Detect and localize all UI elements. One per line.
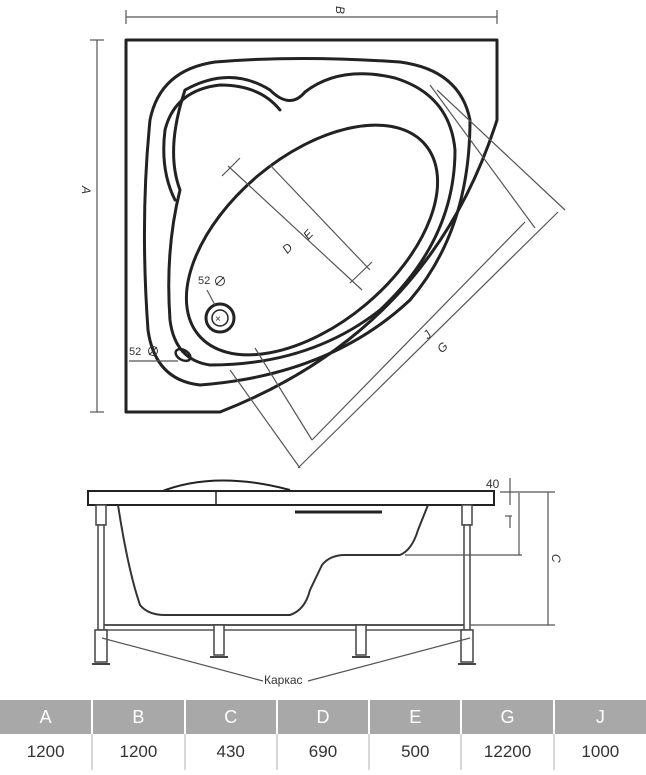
tub-rim — [87, 490, 495, 506]
label-c: C — [549, 554, 563, 563]
overflow-icon — [174, 347, 192, 363]
table-cell-e: 500 — [369, 734, 463, 770]
dimensions-table: A B C D E G J 1200 1200 430 690 500 1220… — [0, 700, 646, 770]
tub-body — [117, 504, 429, 616]
table-cell-d: 690 — [276, 734, 371, 770]
drain-size-label: 52 — [198, 275, 210, 287]
table-header-e: E — [369, 700, 463, 734]
label-e: E — [300, 226, 316, 242]
table-header-j: J — [553, 700, 646, 734]
table-header-b: B — [92, 700, 186, 734]
side-view: 40 C Каркас — [87, 477, 563, 687]
dimension-c: C — [470, 491, 563, 626]
table-cell-g: 12200 — [461, 734, 555, 770]
dimension-d-e: D E — [221, 157, 373, 291]
table-cell-a: 1200 — [0, 734, 94, 770]
frame-leg-center-left — [210, 624, 228, 658]
tub-rim-line — [142, 57, 472, 387]
label-g: G — [434, 339, 451, 356]
tub-headrest-curl — [162, 83, 282, 202]
table-header-c: C — [184, 700, 278, 734]
table-cell-b: 1200 — [92, 734, 186, 770]
label-d: D — [279, 240, 295, 256]
frame-callout: Каркас — [101, 637, 471, 687]
table-header-g: G — [461, 700, 555, 734]
drain-label: 52 — [198, 275, 225, 306]
overflow-label: 52 — [129, 346, 178, 362]
frame-leg-center-right — [352, 624, 370, 658]
overflow-size-label: 52 — [129, 346, 141, 358]
tub-headrest-contour — [167, 72, 457, 367]
rim-height-label: 40 — [486, 477, 500, 491]
dimension-a: A — [79, 39, 104, 413]
frame-label: Каркас — [264, 673, 303, 687]
table-cell-c: 430 — [184, 734, 278, 770]
table-header-row: A B C D E G J — [0, 700, 646, 734]
table-row: 1200 1200 430 690 500 12200 1000 — [0, 734, 646, 770]
frame-leg-left — [92, 504, 110, 665]
bathtub-technical-drawing: B A × 52 — [79, 6, 566, 687]
drain-icon: × — [204, 302, 236, 334]
table-header-a: A — [0, 700, 94, 734]
label-b: B — [333, 6, 347, 14]
tub-top-lip — [159, 479, 291, 493]
top-view: B A × 52 — [79, 6, 566, 469]
label-a: A — [79, 185, 93, 194]
dimension-b: B — [125, 6, 498, 24]
svg-text:×: × — [215, 314, 221, 325]
table-header-d: D — [276, 700, 371, 734]
dimension-j-g: J G — [229, 84, 566, 469]
tub-basin — [184, 123, 440, 357]
table-cell-j: 1000 — [553, 734, 646, 770]
